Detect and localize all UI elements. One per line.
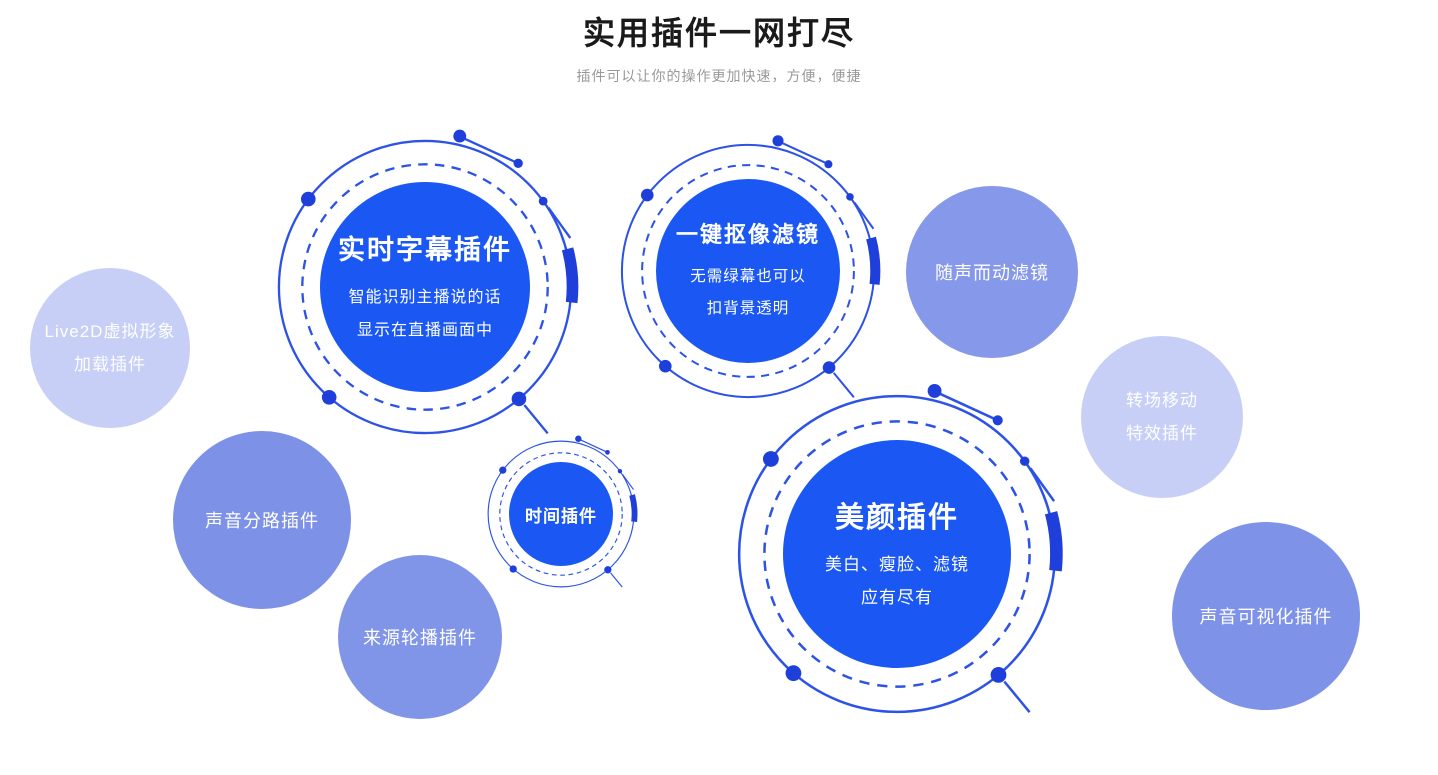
plugin-bubble-audio-reactive-filter: 随声而动滤镜 <box>906 186 1078 358</box>
plugin-bubble-audio-split: 声音分路插件 <box>173 431 351 609</box>
plugin-label: Live2D虚拟形象 <box>44 322 176 341</box>
plugin-circle: 时间插件 <box>509 462 613 566</box>
plugin-bubble-live2d: Live2D虚拟形象 加载插件 <box>30 268 190 428</box>
plugin-description: 扣背景透明 <box>706 300 790 317</box>
plugin-label: 特效插件 <box>1126 424 1198 443</box>
plugin-circle: 实时字幕插件 智能识别主播说的话 显示在直播画面中 <box>320 182 530 392</box>
plugin-circle: 美颜插件 美白、瘦脸、滤镜 应有尽有 <box>783 440 1011 668</box>
plugin-label: 随声而动滤镜 <box>935 263 1049 283</box>
plugins-showcase-section: 实用插件一网打尽 插件可以让你的操作更加快速，方便，便捷 Live2D虚拟形象 … <box>30 15 1360 719</box>
plugin-label: 声音分路插件 <box>205 511 319 531</box>
section-title: 实用插件一网打尽 <box>582 15 855 51</box>
plugin-description: 美白、瘦脸、滤镜 <box>825 555 969 574</box>
plugin-title: 实时字幕插件 <box>338 234 512 265</box>
plugin-label: 声音可视化插件 <box>1199 607 1333 627</box>
plugin-title: 美颜插件 <box>834 502 959 534</box>
plugin-bubble-transition-effects: 转场移动 特效插件 <box>1081 336 1243 498</box>
plugin-label: 加载插件 <box>74 355 146 374</box>
plugin-bubble-audio-visualizer: 声音可视化插件 <box>1172 522 1360 710</box>
plugin-circle: 一键抠像滤镜 无需绿幕也可以 扣背景透明 <box>656 179 840 363</box>
plugin-description: 无需绿幕也可以 <box>690 268 806 285</box>
plugin-label: 转场移动 <box>1126 391 1198 410</box>
plugin-description: 显示在直播画面中 <box>356 321 493 339</box>
plugin-label: 来源轮播插件 <box>363 628 477 648</box>
section-subtitle: 插件可以让你的操作更加快速，方便，便捷 <box>576 68 862 84</box>
plugin-description: 应有尽有 <box>861 588 933 607</box>
plugin-bubble-source-carousel: 来源轮播插件 <box>338 555 502 719</box>
plugin-title: 时间插件 <box>525 506 597 526</box>
plugin-description: 智能识别主播说的话 <box>348 288 502 306</box>
plugin-title: 一键抠像滤镜 <box>675 222 820 247</box>
